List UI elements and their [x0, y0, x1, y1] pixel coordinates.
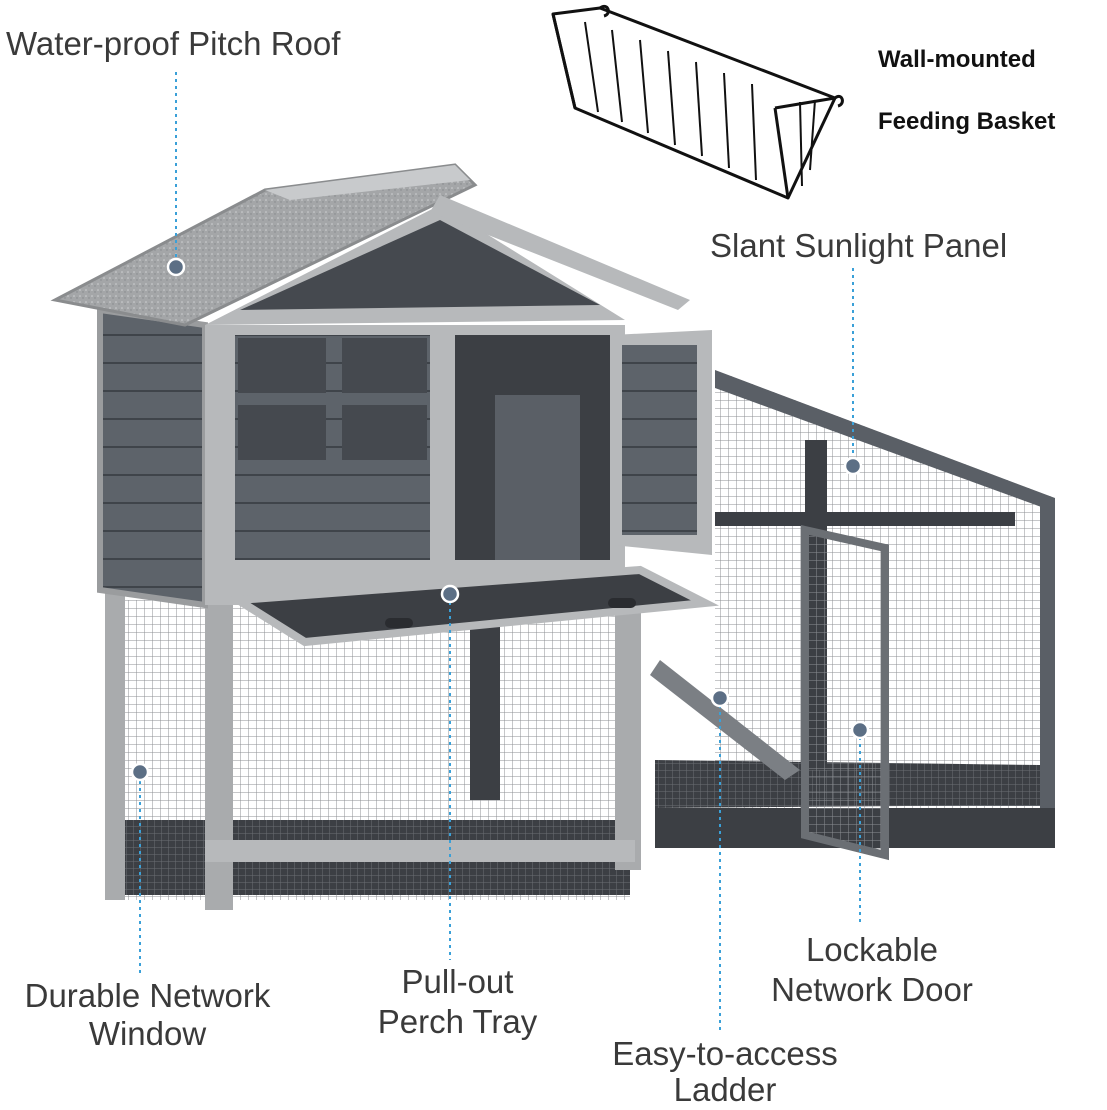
hutch-body	[97, 205, 720, 910]
pitch-roof	[50, 163, 690, 327]
label-water-proof-pitch-roof: Water-proof Pitch Roof	[6, 25, 341, 62]
label-feeding-basket: Feeding Basket	[878, 108, 1056, 135]
label-slant-sunlight-panel: Slant Sunlight Panel	[710, 227, 1008, 264]
label-durable-network: Durable Network	[24, 977, 271, 1014]
label-perch-tray: Perch Tray	[377, 1003, 538, 1040]
label-easy-to-access: Easy-to-access	[612, 1035, 838, 1072]
label-network-door: Network Door	[771, 971, 973, 1008]
marker-dots	[130, 257, 870, 782]
leader-lines	[139, 72, 861, 1030]
label-ladder: Ladder	[673, 1071, 777, 1108]
label-lockable: Lockable	[805, 931, 939, 968]
outdoor-run	[650, 370, 1055, 861]
label-wall-mounted: Wall-mounted	[878, 46, 1036, 73]
label-pull-out: Pull-out	[401, 963, 514, 1000]
feeding-basket-icon	[551, 4, 844, 200]
label-window: Window	[88, 1015, 207, 1052]
